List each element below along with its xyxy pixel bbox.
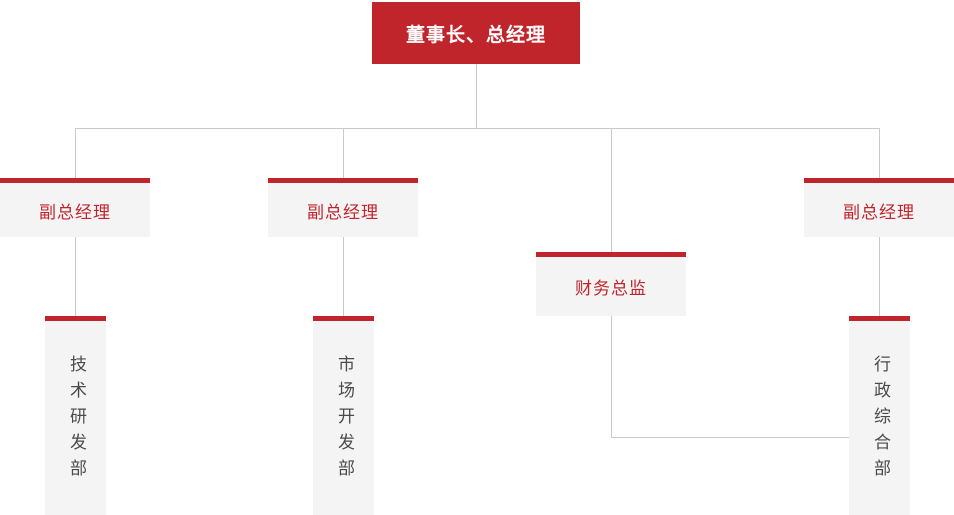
node-dept-market-development[interactable]: 市场开发部 [313,316,374,515]
connector-drop-vgm-3 [879,128,880,178]
node-vice-general-manager-3[interactable]: 副总经理 [804,178,954,237]
node-vice-general-manager-1[interactable]: 副总经理 [0,178,150,237]
connector-cfo-tail [611,316,612,438]
node-label: 副总经理 [843,202,915,223]
connector-level2-bus [75,128,880,129]
node-label: 副总经理 [39,202,111,223]
connector-drop-vgm-2 [343,128,344,178]
connector-drop-dept-1 [75,237,76,316]
node-label: 副总经理 [307,202,379,223]
node-chief-financial-officer[interactable]: 财务总监 [536,252,686,316]
connector-drop-vgm-1 [75,128,76,178]
node-label: 市场开发部 [334,355,354,485]
node-dept-administration[interactable]: 行政综合部 [849,316,910,515]
connector-cfo-to-admin-dept [611,437,850,438]
node-label: 技术研发部 [66,355,86,485]
node-dept-technology-rd[interactable]: 技术研发部 [45,316,106,515]
connector-drop-dept-2 [343,237,344,316]
node-vice-general-manager-2[interactable]: 副总经理 [268,178,418,237]
node-label: 行政综合部 [870,355,890,485]
node-label: 财务总监 [575,279,647,299]
connector-drop-dept-3 [879,237,880,316]
node-label: 董事长、总经理 [405,23,546,46]
node-chairman-general-manager[interactable]: 董事长、总经理 [372,2,580,64]
connector-drop-cfo [611,128,612,252]
connector-root-stem [476,64,477,128]
